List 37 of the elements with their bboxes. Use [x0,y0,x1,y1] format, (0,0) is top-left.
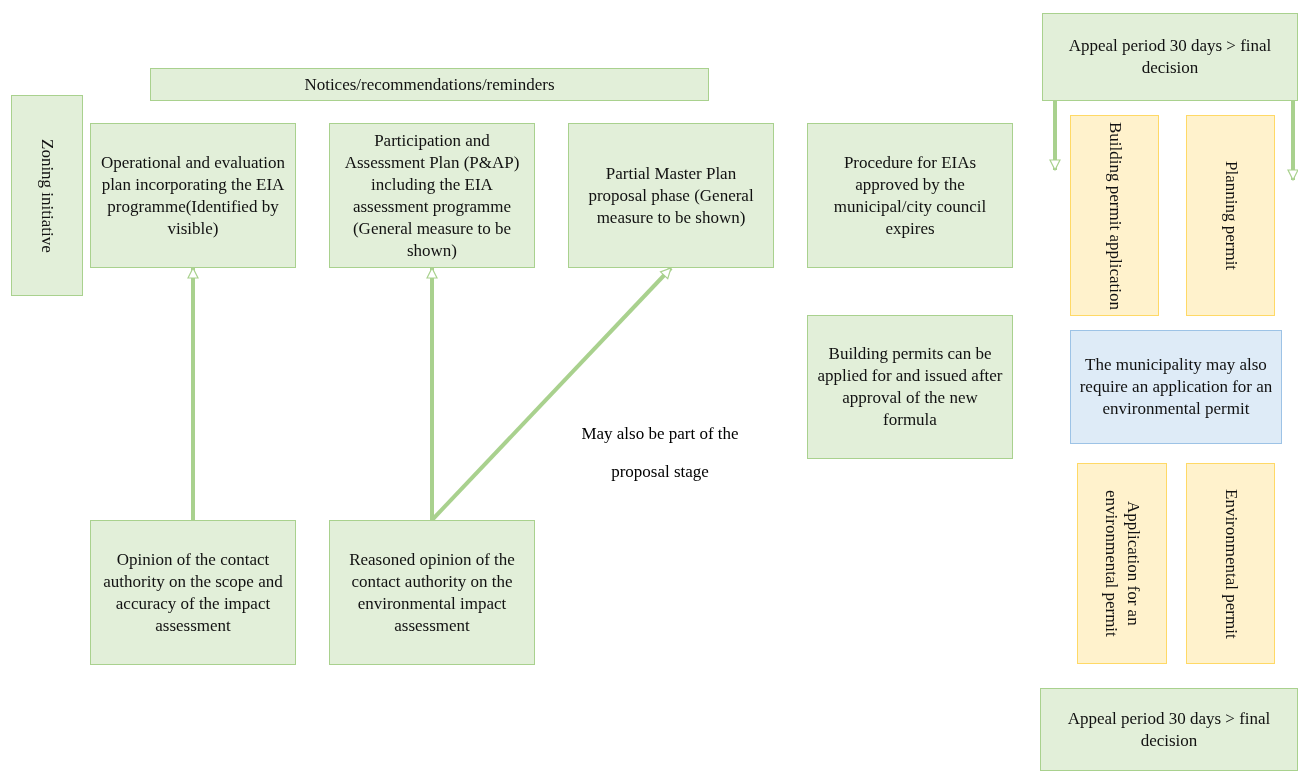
step-box [807,123,1013,268]
step-box [1070,330,1282,444]
step-text: Participation and Assessment Plan (P&AP) including the EIA assessment programme (General measure to be shown) [343,129,521,262]
step-text: Planning permit [1220,160,1242,271]
step-text: Building permit application [1104,121,1126,310]
step-box [329,520,535,665]
step-text: Opinion of the contact authority on the scope and accuracy of the impact assessment [102,548,284,637]
step-box [1040,688,1298,771]
step-box [568,123,774,268]
step-text: Notices/recommendations/reminders [304,73,555,96]
step-box [1042,13,1298,101]
step-box [329,123,535,268]
note-text: May also be part of the proposal stage [580,423,740,483]
step-text: The municipality may also require an application for an environmental permit [1078,354,1274,420]
vertical-step-box [1186,463,1275,664]
vertical-step-box [1077,463,1167,664]
step-box [150,68,709,101]
step-box [90,123,296,268]
arrow [426,267,438,520]
step-text: Operational and evaluation plan incorporating the EIA programme(Identified by visible) [99,151,287,240]
step-text: Zoning initiative [37,138,58,253]
step-box [90,520,296,665]
arrow [1287,101,1298,181]
step-text: Partial Master Plan proposal phase (General measure to be shown) [587,162,755,229]
step-text: Appeal period 30 days > final decision [1066,707,1272,752]
step-text: Appeal period 30 days > final decision [1067,35,1273,79]
arrow [187,267,199,520]
vertical-step-box [1186,115,1275,316]
vertical-step-box [1070,115,1159,316]
step-text: Reasoned opinion of the contact authority on the environmental impact assessment [348,548,516,637]
step-text: Application for an environmental permit [1101,489,1144,639]
vertical-step-box [11,95,83,296]
step-text: Building permits can be applied for and issued after approval of the new formula [816,343,1004,431]
step-text: Procedure for EIAs approved by the municipal/city council expires [832,151,988,240]
step-box [807,315,1013,459]
step-text: Environmental permit [1220,488,1242,639]
arrow [1049,101,1061,171]
